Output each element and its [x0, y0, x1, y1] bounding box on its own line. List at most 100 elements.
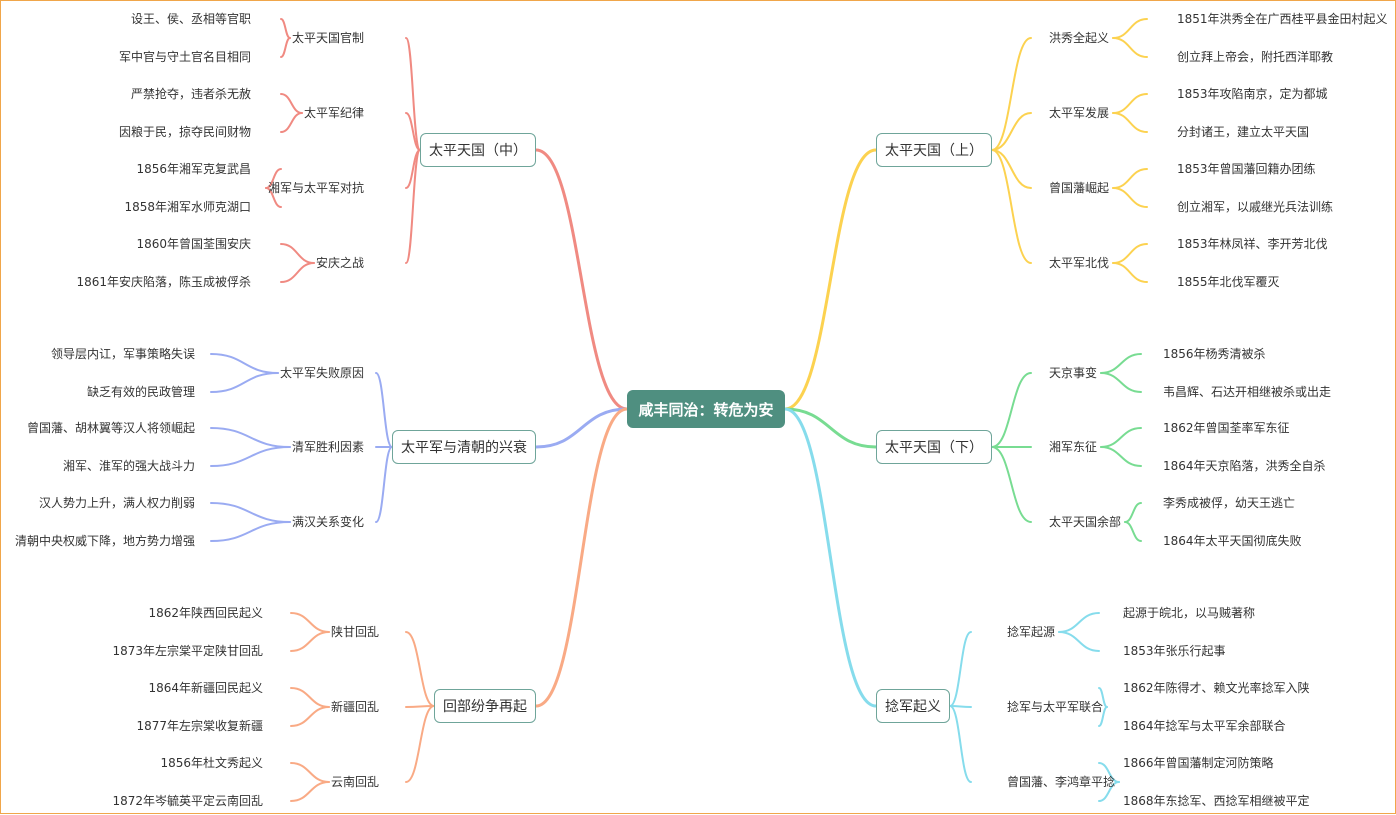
leaf-topic[interactable]: 领导层内讧，军事策略失误	[50, 347, 195, 361]
sub-leaf-connector	[1112, 243, 1148, 264]
branch-sub-connector	[405, 149, 421, 264]
subtopic[interactable]: 清军胜利因素	[291, 440, 364, 454]
leaf-topic[interactable]: 1864年捻军与太平军余部联合	[1123, 719, 1286, 733]
leaf-topic[interactable]: 1862年陕西回民起义	[148, 606, 263, 620]
subtopic[interactable]: 太平军北伐	[1049, 256, 1110, 270]
subtopic[interactable]: 太平军失败原因	[279, 366, 364, 380]
subtopic[interactable]: 太平军纪律	[303, 106, 364, 120]
branch-sub-connector	[949, 631, 972, 707]
leaf-topic[interactable]: 起源于皖北，以马贼著称	[1123, 606, 1256, 620]
sub-leaf-connector	[210, 427, 291, 448]
leaf-topic[interactable]: 严禁抢夺，违者杀无赦	[130, 87, 251, 101]
leaf-topic[interactable]: 1868年东捻军、西捻军相继被平定	[1123, 794, 1310, 808]
leaf-topic[interactable]: 因粮于民，掠夺民间财物	[118, 125, 251, 139]
subtopic[interactable]: 湘军东征	[1049, 440, 1098, 454]
subtopic[interactable]: 满汉关系变化	[291, 515, 364, 529]
subtopic[interactable]: 安庆之战	[315, 256, 364, 270]
leaf-topic[interactable]: 1866年曾国藩制定河防策略	[1123, 756, 1274, 770]
sub-leaf-connector	[280, 243, 315, 264]
sub-leaf-connector	[280, 37, 291, 58]
leaf-topic[interactable]: 韦昌辉、石达开相继被杀或出走	[1163, 385, 1332, 399]
sub-leaf-connector	[280, 112, 303, 133]
subtopic[interactable]: 太平天国官制	[291, 31, 364, 45]
subtopic[interactable]: 太平军发展	[1049, 106, 1110, 120]
root-topic[interactable]: 咸丰同治：转危为安	[627, 390, 785, 428]
sub-leaf-connector	[1112, 187, 1148, 208]
leaf-topic[interactable]: 1860年曾国荃围安庆	[136, 237, 251, 251]
leaf-topic[interactable]: 创立拜上帝会，附托西洋耶教	[1177, 50, 1334, 64]
branch-topic[interactable]: 捻军起义	[876, 689, 950, 723]
leaf-topic[interactable]: 军中官与守土官名目相同	[118, 50, 251, 64]
branch-topic[interactable]: 太平天国（上）	[876, 133, 992, 167]
leaf-topic[interactable]: 创立湘军，以戚继光兵法训练	[1177, 200, 1334, 214]
sub-leaf-connector	[1100, 353, 1142, 374]
sub-leaf-connector	[1112, 112, 1148, 133]
leaf-topic[interactable]: 分封诸王，建立太平天国	[1177, 125, 1310, 139]
subtopic[interactable]: 曾国藩、李鸿章平捻	[1007, 775, 1116, 789]
leaf-topic[interactable]: 1856年湘军克复武昌	[136, 162, 251, 176]
branch-sub-connector	[375, 372, 393, 448]
leaf-topic[interactable]: 1856年杜文秀起义	[160, 756, 263, 770]
leaf-topic[interactable]: 1872年岑毓英平定云南回乱	[112, 794, 263, 808]
leaf-topic[interactable]: 清朝中央权威下降，地方势力增强	[14, 534, 195, 548]
branch-sub-connector	[991, 446, 1032, 523]
root-branch-connector	[783, 407, 878, 708]
sub-leaf-connector	[210, 372, 279, 393]
branch-sub-connector	[991, 149, 1032, 264]
leaf-topic[interactable]: 1862年曾国荃率军东征	[1163, 421, 1290, 435]
branch-sub-connector	[375, 446, 393, 523]
subtopic[interactable]: 云南回乱	[330, 775, 379, 789]
sub-leaf-connector	[290, 762, 330, 783]
branch-topic[interactable]: 太平军与清朝的兴衰	[392, 430, 536, 464]
sub-leaf-connector	[290, 706, 330, 727]
sub-leaf-connector	[1124, 521, 1142, 542]
sub-leaf-connector	[1112, 18, 1148, 39]
subtopic[interactable]: 捻军与太平军联合	[1007, 700, 1104, 714]
leaf-topic[interactable]: 1856年杨秀清被杀	[1163, 347, 1266, 361]
root-branch-connector	[534, 148, 629, 411]
leaf-topic[interactable]: 李秀成被俘，幼天王逃亡	[1163, 496, 1296, 510]
subtopic[interactable]: 新疆回乱	[330, 700, 379, 714]
leaf-topic[interactable]: 1864年新疆回民起义	[148, 681, 263, 695]
subtopic[interactable]: 湘军与太平军对抗	[267, 181, 364, 195]
sub-leaf-connector	[290, 612, 330, 633]
leaf-topic[interactable]: 1853年林凤祥、李开芳北伐	[1177, 237, 1328, 251]
leaf-topic[interactable]: 1873年左宗棠平定陕甘回乱	[112, 644, 263, 658]
leaf-topic[interactable]: 1858年湘军水师克湖口	[124, 200, 251, 214]
leaf-topic[interactable]: 汉人势力上升，满人权力削弱	[38, 496, 195, 510]
sub-leaf-connector	[210, 446, 291, 467]
subtopic[interactable]: 曾国藩崛起	[1049, 181, 1110, 195]
leaf-topic[interactable]: 1851年洪秀全在广西桂平县金田村起义	[1177, 12, 1388, 26]
branch-topic[interactable]: 太平天国（中）	[420, 133, 536, 167]
leaf-topic[interactable]: 1855年北伐军覆灭	[1177, 275, 1280, 289]
sub-leaf-connector	[1124, 502, 1142, 523]
leaf-topic[interactable]: 曾国藩、胡林翼等汉人将领崛起	[26, 421, 195, 435]
subtopic[interactable]: 太平天国余部	[1049, 515, 1122, 529]
sub-leaf-connector	[210, 353, 279, 374]
sub-leaf-connector	[1098, 706, 1109, 727]
leaf-topic[interactable]: 1861年安庆陷落，陈玉成被俘杀	[76, 275, 251, 289]
leaf-topic[interactable]: 1853年曾国藩回籍办团练	[1177, 162, 1316, 176]
subtopic[interactable]: 洪秀全起义	[1049, 31, 1110, 45]
branch-topic[interactable]: 太平天国（下）	[876, 430, 992, 464]
leaf-topic[interactable]: 1862年陈得才、赖文光率捻军入陕	[1123, 681, 1310, 695]
leaf-topic[interactable]: 湘军、淮军的强大战斗力	[62, 459, 195, 473]
subtopic[interactable]: 捻军起源	[1007, 625, 1056, 639]
leaf-topic[interactable]: 1864年天京陷落，洪秀全自杀	[1163, 459, 1326, 473]
sub-leaf-connector	[1098, 781, 1121, 802]
branch-topic[interactable]: 回部纷争再起	[434, 689, 536, 723]
branch-sub-connector	[405, 705, 435, 708]
branch-sub-connector	[405, 705, 435, 783]
sub-leaf-connector	[1100, 446, 1142, 467]
sub-leaf-connector	[290, 631, 330, 652]
branch-sub-connector	[991, 37, 1032, 151]
leaf-topic[interactable]: 设王、侯、丞相等官职	[130, 12, 251, 26]
leaf-topic[interactable]: 1853年攻陷南京，定为都城	[1177, 87, 1328, 101]
branch-sub-connector	[949, 705, 972, 708]
leaf-topic[interactable]: 1877年左宗棠收复新疆	[136, 719, 263, 733]
subtopic[interactable]: 陕甘回乱	[330, 625, 379, 639]
leaf-topic[interactable]: 1864年太平天国彻底失败	[1163, 534, 1302, 548]
leaf-topic[interactable]: 1853年张乐行起事	[1123, 644, 1226, 658]
leaf-topic[interactable]: 缺乏有效的民政管理	[86, 385, 195, 399]
subtopic[interactable]: 天京事变	[1049, 366, 1098, 380]
